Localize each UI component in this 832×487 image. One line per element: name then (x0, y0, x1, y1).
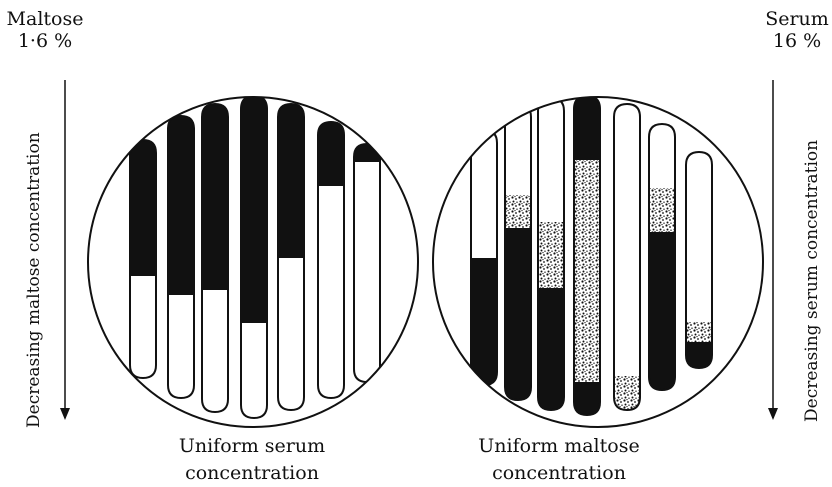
left-caption-line1: Uniform serum (122, 433, 382, 460)
right-caption: Uniform maltose concentration (429, 433, 689, 487)
right-tube-5 (601, 102, 653, 412)
right-tube-6 (636, 122, 688, 392)
maltose-arrow (60, 80, 70, 420)
left-caption: Uniform serum concentration (122, 433, 382, 487)
left-circle-field (88, 94, 418, 427)
right-caption-line1: Uniform maltose (429, 433, 689, 460)
right-tube-4 (561, 94, 613, 417)
left-caption-line2: concentration (122, 460, 382, 487)
left-tube-1 (117, 138, 169, 380)
left-tube-7 (341, 142, 393, 384)
right-tube-2 (492, 102, 544, 402)
right-tube-1 (458, 128, 510, 387)
left-tube-2 (155, 114, 207, 400)
right-circle-field (433, 94, 763, 427)
right-tube-7 (673, 150, 725, 370)
serum-arrow (768, 80, 778, 420)
left-tube-5 (265, 102, 317, 412)
left-tube-3 (189, 102, 241, 414)
right-tube-3 (525, 96, 577, 412)
left-tube-6 (305, 120, 357, 400)
left-tube-4 (228, 94, 280, 420)
right-caption-line2: concentration (429, 460, 689, 487)
